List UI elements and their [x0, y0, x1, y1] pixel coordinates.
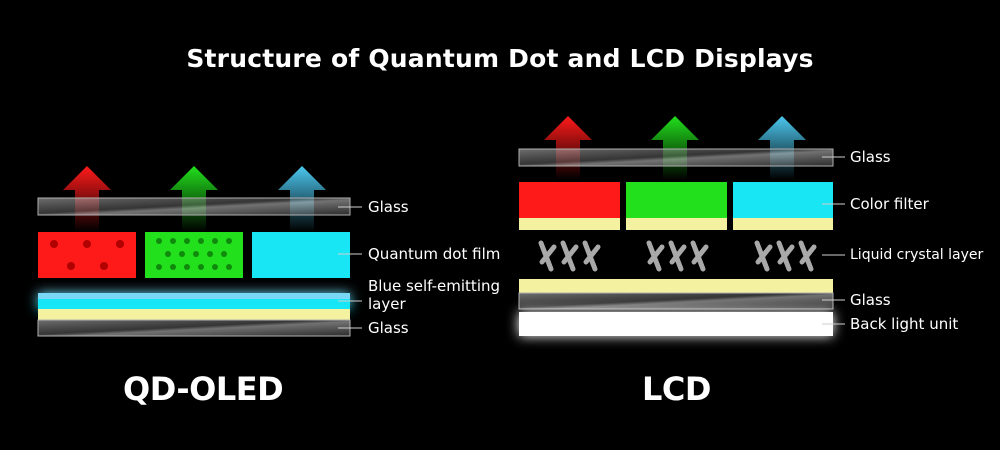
quantum-dot [50, 240, 58, 248]
qd-quantum-dot-film-label: Quantum dot film [368, 245, 501, 263]
quantum-dot [100, 262, 108, 270]
quantum-dot [212, 264, 218, 270]
quantum-dot [212, 238, 218, 244]
lcd-cyan-filter-base [733, 218, 833, 230]
lcd-red-filter [519, 182, 620, 218]
qd-blue-layer-label-line2: layer [368, 295, 406, 313]
liquid-crystal-molecule [669, 244, 687, 265]
quantum-dot [226, 238, 232, 244]
liquid-crystal-molecule [539, 244, 557, 265]
liquid-crystal-molecule [755, 244, 773, 265]
lcd-red-filter-base [519, 218, 620, 230]
quantum-dot [198, 238, 204, 244]
quantum-dot [221, 251, 227, 257]
quantum-dot [156, 238, 162, 244]
qd-red-dots [50, 240, 124, 270]
quantum-dot [184, 264, 190, 270]
qd-glass-bottom [37, 319, 351, 337]
qd-glass-bottom-label: Glass [368, 319, 409, 337]
lcd-color-filter-label: Color filter [850, 195, 929, 213]
lcd-back-light [519, 312, 833, 336]
qd-green-dots [156, 238, 232, 270]
lcd-green-filter [626, 182, 727, 218]
lcd-glass-bottom-label: Glass [850, 291, 891, 309]
quantum-dot [198, 264, 204, 270]
lcd-green-arrow [651, 116, 699, 180]
quantum-dot [193, 251, 199, 257]
qd-red-subpixel [38, 232, 136, 278]
quantum-dot [179, 251, 185, 257]
lcd-cyan-arrow [758, 116, 806, 180]
lcd-red-arrow [544, 116, 592, 180]
liquid-crystal-molecule [583, 244, 601, 265]
qd-yellow-layer [38, 309, 350, 320]
quantum-dot [156, 264, 162, 270]
lcd-yellow-layer [519, 279, 833, 293]
lcd-back-light-label: Back light unit [850, 315, 959, 333]
quantum-dot [83, 240, 91, 248]
quantum-dot [116, 240, 124, 248]
lcd-heading: LCD [642, 370, 711, 408]
quantum-dot [170, 238, 176, 244]
liquid-crystal-molecule [647, 244, 665, 265]
liquid-crystal-molecule [777, 244, 795, 265]
lcd-glass-bottom [518, 292, 834, 310]
lcd-green-filter-base [626, 218, 727, 230]
liquid-crystal-molecule [691, 244, 709, 265]
lcd-callout-lines [822, 156, 845, 325]
quantum-dot [207, 251, 213, 257]
qd-oled-heading: QD-OLED [123, 370, 284, 408]
quantum-dot [184, 238, 190, 244]
lcd-cyan-filter [733, 182, 833, 218]
qd-callout-lines [338, 206, 362, 329]
qd-glass-top [37, 197, 351, 216]
quantum-dot [226, 264, 232, 270]
qd-cyan-subpixel [252, 232, 350, 278]
lcd-glass-top [518, 148, 834, 167]
lcd-liquid-crystals [538, 240, 817, 272]
lcd-glass-top-label: Glass [850, 148, 891, 166]
qd-blue-layer [38, 293, 350, 309]
lcd-liquid-crystal-label: Liquid crystal layer [850, 247, 984, 263]
qd-blue-layer-label-line1: Blue self-emitting [368, 277, 501, 295]
liquid-crystal-molecule [561, 244, 579, 265]
quantum-dot [165, 251, 171, 257]
qd-glass-top-label: Glass [368, 198, 409, 216]
diagram-title: Structure of Quantum Dot and LCD Display… [186, 44, 814, 73]
quantum-dot [170, 264, 176, 270]
liquid-crystal-molecule [799, 244, 817, 265]
quantum-dot [67, 262, 75, 270]
